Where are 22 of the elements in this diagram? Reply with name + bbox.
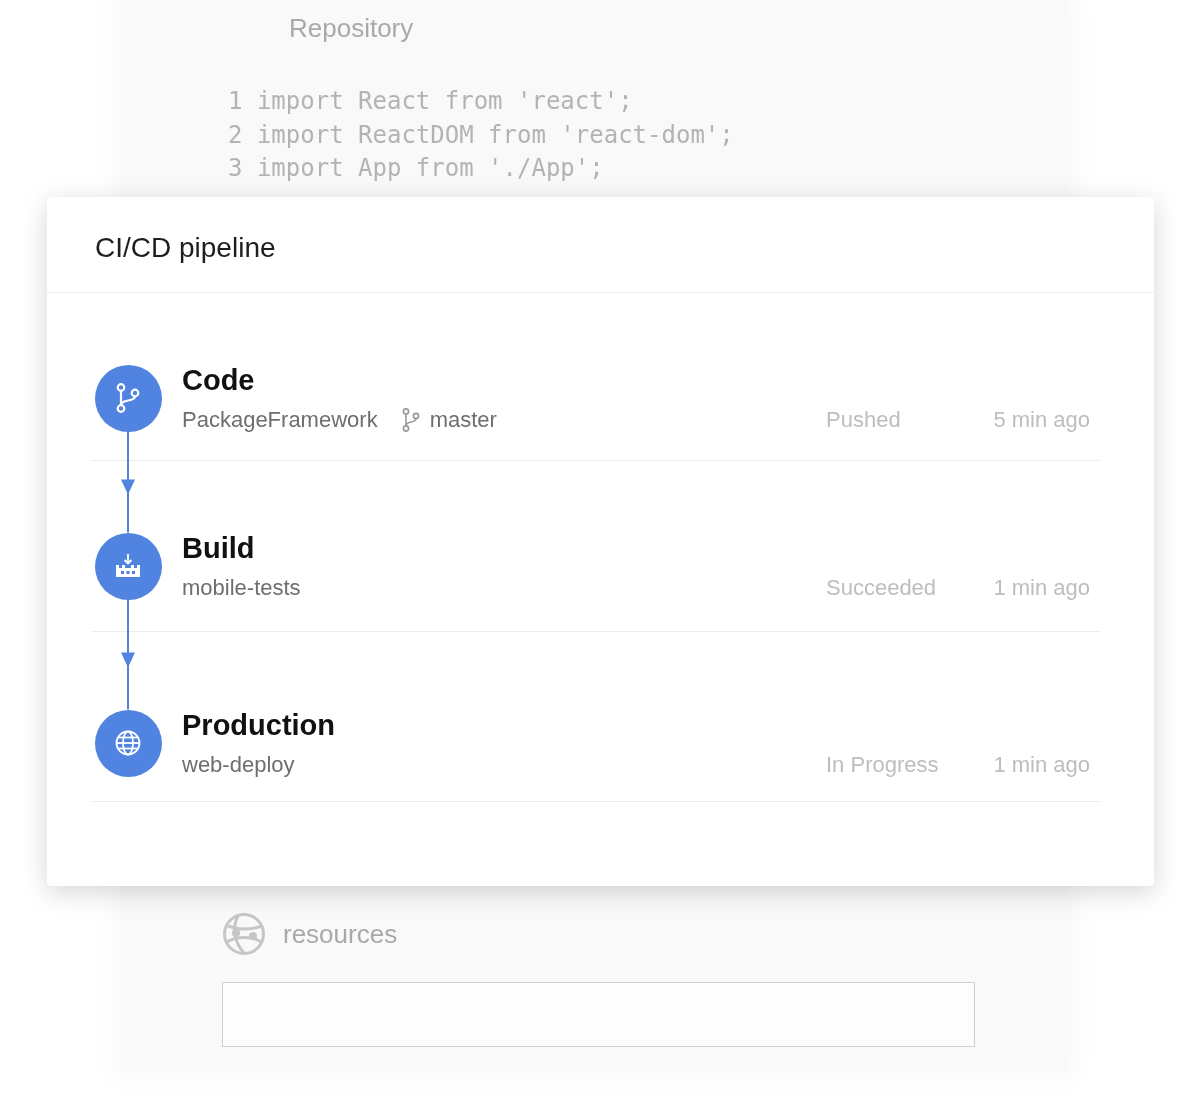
code-line: 2 import ReactDOM from 'react-dom'; <box>228 119 734 150</box>
branch-name: master <box>429 406 497 434</box>
stage-title: Production <box>182 708 336 742</box>
stage-title: Code <box>182 363 255 397</box>
code-line: 3 import App from './App'; <box>228 153 604 183</box>
status-text: Succeeded <box>826 574 937 602</box>
timestamp: 1 min ago <box>993 574 1090 602</box>
status-text: Pushed <box>826 406 901 434</box>
repo-name: PackageFramework <box>182 406 378 434</box>
pipeline-card <box>47 197 1154 886</box>
card-title: CI/CD pipeline <box>95 231 276 265</box>
status-text: In Progress <box>826 751 939 779</box>
job-name: mobile-tests <box>182 574 301 602</box>
job-name: web-deploy <box>182 751 295 779</box>
arrow <box>121 598 135 711</box>
section-heading: Repository <box>289 13 414 43</box>
stage-title: Build <box>182 531 255 565</box>
section-heading: resources <box>283 919 398 949</box>
arrow <box>121 430 135 534</box>
timestamp: 5 min ago <box>993 406 1090 434</box>
timestamp: 1 min ago <box>993 751 1090 779</box>
code-line: 1 import React from 'react'; <box>228 86 633 116</box>
